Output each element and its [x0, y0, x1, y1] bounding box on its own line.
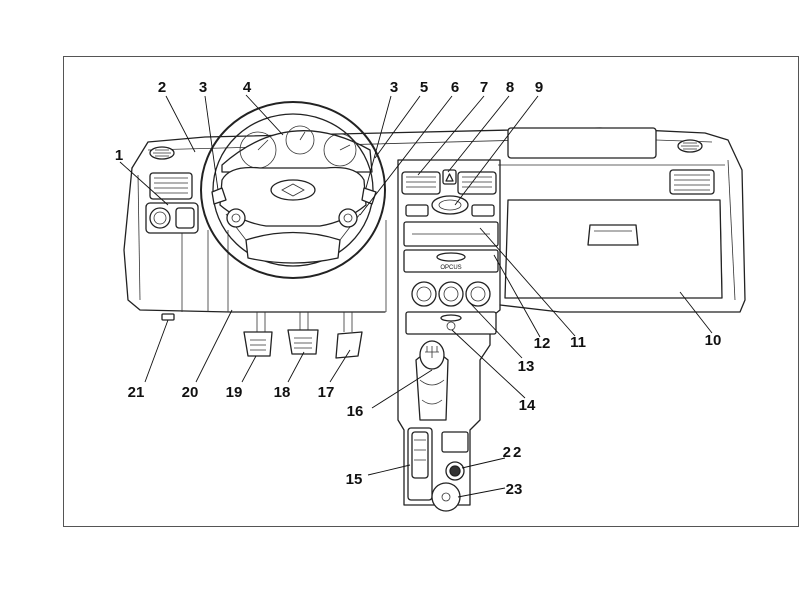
callout-3-left: 3 [199, 79, 207, 96]
right-air-vent [669, 169, 715, 195]
instrument-cluster [221, 125, 373, 173]
callout-5: 5 [420, 79, 428, 96]
callout-21: 21 [128, 384, 145, 401]
callout-4: 4 [243, 79, 252, 96]
cigarette-lighter [445, 461, 465, 481]
small-panel [441, 431, 469, 453]
callout-labels: 1 2 3 4 3 5 6 7 8 9 10 11 12 13 14 15 16… [115, 79, 722, 498]
clock-display [431, 195, 469, 215]
callout-14: 14 [519, 397, 536, 414]
callout-15: 15 [346, 471, 363, 488]
left-air-vent [149, 172, 193, 200]
callout-7: 7 [480, 79, 488, 96]
radio-panel: OPCUS [403, 249, 499, 273]
switch-row [405, 204, 495, 217]
side-defrost-right [677, 139, 703, 153]
bonnet-release [161, 313, 175, 321]
gear-lever [415, 340, 449, 421]
callout-16: 16 [347, 403, 364, 420]
callout-10: 10 [705, 332, 722, 349]
center-vent-left [401, 171, 441, 195]
callout-13: 13 [518, 358, 535, 375]
callout-17: 17 [318, 384, 335, 401]
heater-controls [411, 281, 491, 307]
callout-20: 20 [182, 384, 199, 401]
left-stalk [211, 187, 227, 205]
right-stalk [361, 187, 377, 205]
center-console [385, 159, 501, 506]
hazard-button [442, 169, 457, 185]
console-badge: OPCUS [440, 265, 461, 271]
handbrake [407, 427, 433, 501]
leader-lines [119, 94, 713, 498]
lower-panel [405, 311, 497, 335]
callout-9: 9 [535, 79, 543, 96]
callout-8: 8 [506, 79, 514, 96]
glove-box [504, 199, 723, 299]
pedal-clutch [243, 312, 273, 357]
center-vent-right [457, 171, 497, 195]
pedal-accelerator [335, 312, 363, 359]
lighting-controls [145, 202, 199, 234]
callout-6: 6 [451, 79, 459, 96]
pedal-brake [287, 312, 319, 355]
callout-1: 1 [115, 147, 123, 164]
defrost-vent [507, 127, 657, 159]
rear-ashtray [431, 482, 461, 512]
callout-3-right: 3 [390, 79, 398, 96]
callout-23: 23 [506, 481, 523, 498]
steering-wheel [200, 101, 386, 279]
callout-18: 18 [274, 384, 291, 401]
callout-2: 2 [158, 79, 166, 96]
callout-12: 12 [534, 335, 551, 352]
callout-19: 19 [226, 384, 243, 401]
side-defrost-left [149, 146, 175, 160]
callout-22: 22 [503, 444, 524, 461]
callout-11: 11 [570, 334, 586, 351]
